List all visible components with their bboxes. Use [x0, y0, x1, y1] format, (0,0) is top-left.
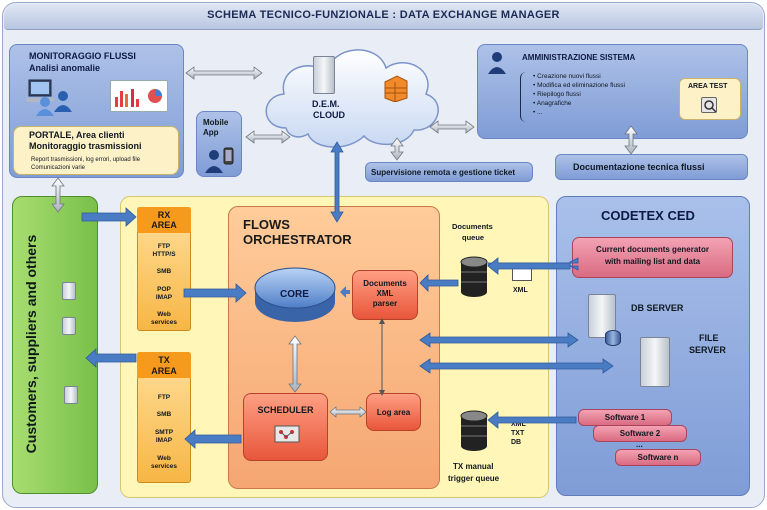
supervisione-label: Supervisione remota e gestione ticket: [371, 168, 516, 177]
docs-queue-cylinder-icon: [459, 256, 489, 298]
tx-queue-label-2: trigger queue: [448, 474, 500, 483]
customer-server-icon-1: [62, 282, 76, 300]
customer-server-icon-2: [62, 317, 76, 335]
amministrazione-title: AMMINISTRAZIONE SISTEMA: [522, 53, 636, 62]
supervisione-box: [365, 162, 533, 182]
codetex-title: CODETEX CED: [601, 208, 695, 223]
core-label: CORE: [280, 289, 309, 300]
admin-item: • ...: [533, 109, 543, 116]
software-2-label: Software 2: [619, 429, 661, 438]
xml-parser-box: [352, 270, 418, 320]
monitoraggio-title: MONITORAGGIO FLUSSI: [29, 51, 136, 61]
tx-title-1: TX: [158, 355, 170, 365]
portale-title: PORTALE, Area clienti: [29, 130, 125, 140]
monitoraggio-subtitle: Analisi anomalie: [29, 63, 101, 73]
test-tool-icon: [701, 97, 717, 113]
portale-line-2: Comunicazioni varie: [31, 165, 86, 171]
rx-protocol-pop: POP IMAP: [155, 286, 173, 301]
docs-queue-tag: XML: [513, 287, 528, 294]
rx-protocol-smb: SMB: [156, 268, 172, 275]
rx-protocol-web: Web services: [150, 311, 178, 326]
admin-list: • Creazione nuovi flussi • Modifica ed e…: [533, 72, 678, 117]
log-area-label: Log area: [376, 408, 411, 417]
scheduler-label: SCHEDULER: [257, 405, 314, 415]
firewall-icon: [383, 72, 409, 103]
admin-brace: [520, 72, 528, 122]
diagram-title: SCHEMA TECNICO-FUNZIONALE : DATA EXCHANG…: [207, 9, 560, 21]
file-server-label-1: FILE: [699, 333, 719, 343]
documentazione-box: [555, 154, 748, 180]
rx-title-1: RX: [157, 210, 171, 220]
customer-server-icon-3: [64, 386, 78, 404]
rx-header: [137, 207, 191, 233]
cloud-server-icon: [313, 56, 335, 94]
cloud-label-1: D.E.M.: [312, 99, 340, 109]
docs-queue-label-2: queue: [462, 233, 485, 242]
file-server-icon: [640, 337, 670, 387]
tx-protocol-web: Web services: [150, 455, 178, 470]
admin-item: • Riepilogo flussi: [533, 91, 581, 98]
generator-label-1: Current documents generator: [596, 245, 709, 254]
tx-queue-label-1: TX manual: [453, 462, 494, 471]
rx-protocol-ftp: FTP HTTP/S: [152, 243, 176, 258]
portale-line-1: Report trasmissioni, log errori, upload …: [31, 157, 141, 163]
software-ellipsis: ...: [636, 440, 643, 449]
area-test-label: AREA TEST: [688, 83, 728, 90]
tx-title-2: AREA: [151, 366, 177, 376]
admin-item: • Modifica ed eliminazione flussi: [533, 82, 625, 89]
mobile-app-panel: [196, 111, 242, 177]
scheduler-network-icon: [274, 422, 300, 444]
title-bar: [4, 4, 763, 30]
docs-queue-label-1: Documents: [452, 222, 493, 231]
xml-parser-label: Documents XML parser: [363, 279, 407, 308]
documentazione-label: Documentazione tecnica flussi: [573, 162, 705, 172]
customers-panel: [12, 196, 98, 494]
software-n-label: Software n: [637, 453, 679, 462]
tx-queue-cylinder-icon: [459, 410, 489, 452]
charts-thumbnail-icon: [110, 80, 168, 112]
generator-label-2: with mailing list and data: [604, 257, 701, 266]
portale-box: [13, 126, 179, 175]
cloud-label-2: CLOUD: [313, 110, 345, 120]
documents-generator-box: [572, 237, 733, 278]
admin-user-icon: [487, 50, 507, 74]
rx-title-2: AREA: [151, 220, 177, 230]
tx-header: [137, 352, 191, 378]
mobile-user-icon: [204, 143, 236, 173]
file-server-label-2: SERVER: [689, 345, 726, 355]
orchestrator-title-2: ORCHESTRATOR: [243, 232, 352, 247]
mobile-label-2: App: [203, 128, 219, 137]
tx-protocol-smtp: SMTP IMAP: [154, 429, 174, 444]
tx-protocol-ftp: FTP: [157, 394, 171, 401]
software-2-box: [593, 425, 687, 442]
core-disc: [250, 260, 340, 330]
tx-protocol-smb: SMB: [156, 411, 172, 418]
mobile-label-1: Mobile: [203, 118, 229, 127]
dem-cloud: [256, 36, 446, 154]
software-n-box: [615, 449, 701, 466]
db-server-label: DB SERVER: [631, 303, 684, 313]
users-laptop-icon: [25, 76, 80, 116]
orchestrator-title-1: FLOWS: [243, 217, 290, 232]
admin-item: • Anagrafiche: [533, 100, 572, 107]
software-1-label: Software 1: [604, 413, 646, 422]
admin-item: • Creazione nuovi flussi: [533, 73, 601, 80]
portale-subtitle: Monitoraggio trasmissioni: [29, 141, 142, 151]
db-disk-icon: [605, 330, 621, 346]
tx-queue-tags: XML TXT DB: [511, 421, 526, 446]
